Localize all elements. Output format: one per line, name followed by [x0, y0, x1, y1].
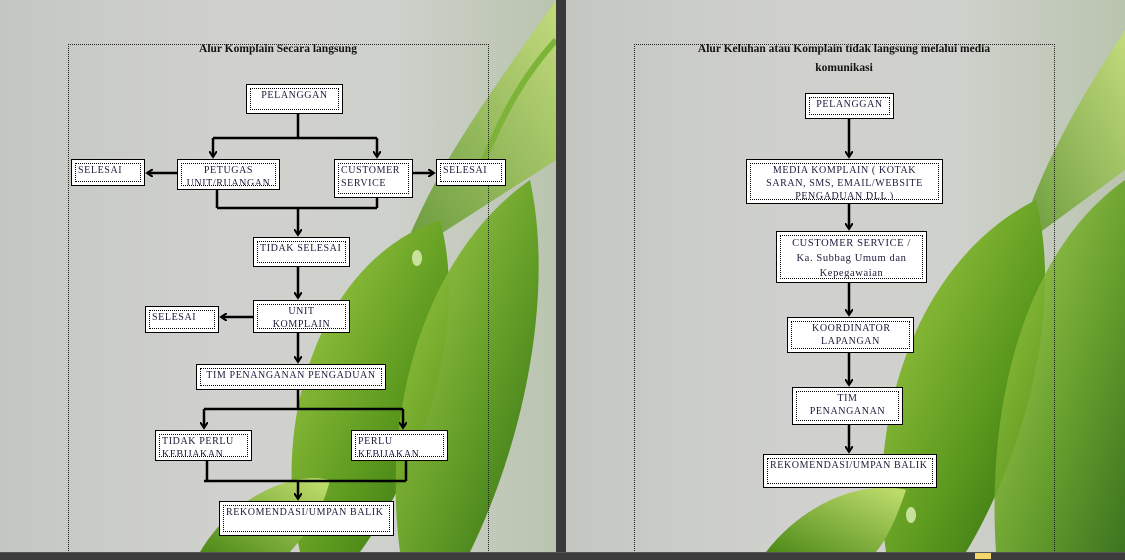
box-label: REKOMENDASI/UMPAN BALIK: [767, 458, 933, 484]
flow-connectors: [0, 114, 556, 552]
connector-line: [213, 114, 377, 140]
title-line-2: komunikasi: [815, 62, 873, 74]
connector-line: [204, 390, 403, 411]
box-pelanggan: PELANGGAN: [805, 93, 894, 119]
box-koordinator: KOORDINATOR LAPANGAN: [787, 317, 914, 353]
box-unit-komplain: UNIT KOMPLAIN: [253, 300, 350, 333]
box-label: TIM PENANGANAN PENGADUAN: [200, 368, 382, 386]
page-frame: [68, 44, 489, 552]
box-rekomendasi: REKOMENDASI/UMPAN BALIK: [219, 501, 394, 536]
box-pelanggan: PELANGGAN: [246, 84, 343, 114]
box-petugas: PETUGAS UNIT/RUANGAN: [177, 159, 280, 190]
flow-connectors: [566, 119, 1125, 552]
box-label: SELESAI: [149, 310, 215, 329]
page-title: Alur Keluhan atau Komplain tidak langsun…: [634, 40, 1054, 78]
box-label: CUSTOMER SERVICE: [338, 163, 409, 194]
box-label: UNIT KOMPLAIN: [257, 304, 346, 329]
box-label: PERLU KEBIJAKAN: [355, 434, 444, 457]
box-label: MEDIA KOMPLAIN ( KOTAK SARAN, SMS, EMAIL…: [750, 163, 939, 200]
status-bar: [0, 552, 1125, 560]
box-label: PELANGGAN: [809, 97, 890, 115]
box-label: SELESAI: [75, 163, 141, 182]
box-tidak-selesai: TIDAK SELESAI: [253, 237, 350, 267]
box-label: KOORDINATOR LAPANGAN: [791, 321, 910, 349]
box-customer-service: CUSTOMER SERVICE: [334, 159, 413, 198]
box-tidak-perlu-kebijakan: TIDAK PERLU KEBIJAKAN: [155, 430, 252, 461]
connector-line: [204, 461, 408, 483]
box-label: TIDAK SELESAI: [257, 241, 346, 263]
box-rekomendasi: REKOMENDASI/UMPAN BALIK: [763, 454, 937, 488]
page-right: Alur Keluhan atau Komplain tidak langsun…: [566, 0, 1125, 552]
box-label: PELANGGAN: [250, 88, 339, 110]
folder-icon[interactable]: [975, 553, 991, 559]
box-tim-penanganan: TIM PENANGANAN PENGADUAN: [196, 364, 386, 390]
box-label: SELESAI: [440, 163, 502, 182]
page-gap: [556, 0, 566, 552]
box-label: REKOMENDASI/UMPAN BALIK: [223, 505, 390, 532]
box-tim-penanganan: TIM PENANGANAN PENGADUAN: [792, 387, 903, 425]
box-selesai-right: SELESAI: [436, 159, 506, 186]
box-selesai-mid: SELESAI: [145, 306, 219, 333]
page-title: Alur Komplain Secara langsung: [199, 43, 357, 55]
leaf-background: [766, 30, 1125, 552]
box-customer-service: CUSTOMER SERVICE / Ka. Subbag Umum dan K…: [776, 231, 927, 283]
page-frame: [634, 44, 1055, 552]
box-label: TIDAK PERLU KEBIJAKAN: [159, 434, 248, 457]
box-label: TIM PENANGANAN PENGADUAN: [796, 391, 899, 421]
box-media-komplain: MEDIA KOMPLAIN ( KOTAK SARAN, SMS, EMAIL…: [746, 159, 943, 204]
page-left: Alur Komplain Secara langsung PELANGGAN …: [0, 0, 556, 552]
title-line-1: Alur Keluhan atau Komplain tidak langsun…: [697, 43, 991, 55]
box-label: CUSTOMER SERVICE / Ka. Subbag Umum dan K…: [780, 235, 923, 279]
box-perlu-kebijakan: PERLU KEBIJAKAN: [351, 430, 448, 461]
box-selesai-left: SELESAI: [71, 159, 145, 186]
box-label: PETUGAS UNIT/RUANGAN: [181, 163, 276, 186]
